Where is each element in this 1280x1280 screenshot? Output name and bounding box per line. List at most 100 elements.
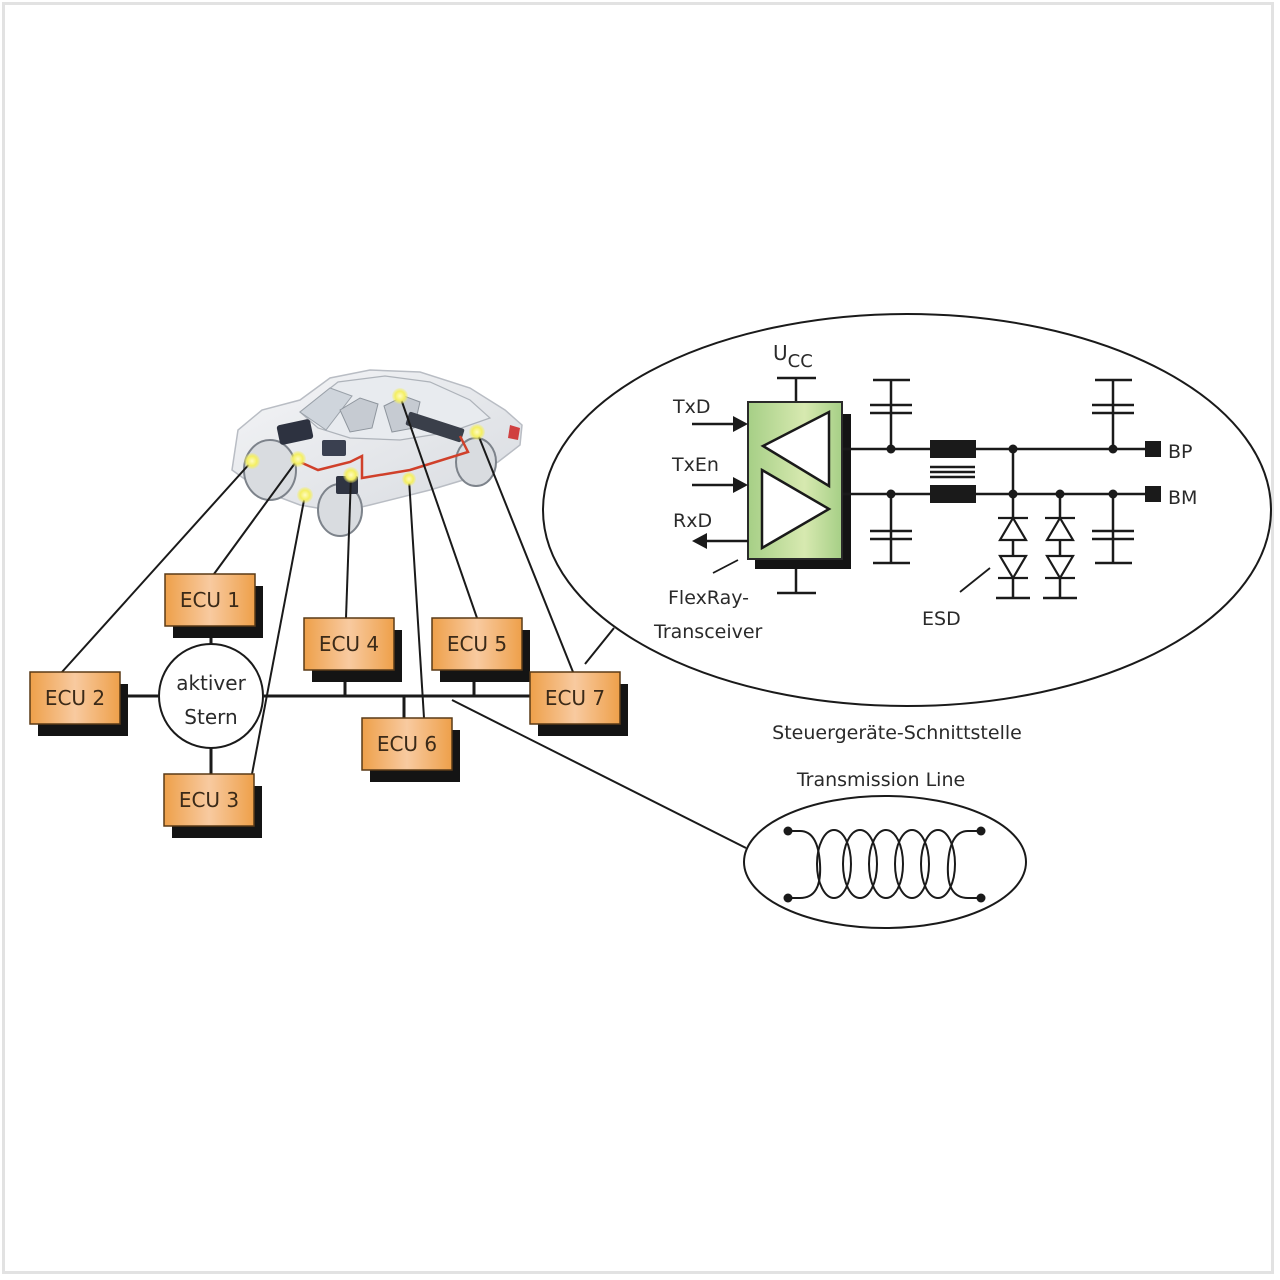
node-marker — [343, 467, 359, 483]
choke-winding-bm — [930, 485, 976, 503]
car-wiring-harness — [299, 435, 470, 480]
coil-loop — [868, 829, 904, 899]
ecu-boxes: ECU 1 ECU 2 ECU 3 ECU 4 ECU 5 ECU 6 ECU 7 — [29, 573, 628, 838]
node-marker — [392, 388, 408, 404]
active-star-label-line1: aktiver — [176, 671, 246, 695]
node-markers — [244, 388, 485, 503]
driver-triangle-icon — [760, 409, 831, 489]
ecu-box-ecu6: ECU 6 — [361, 717, 460, 782]
txd-arrow-icon — [733, 416, 748, 432]
leader-line-ecu1 — [213, 458, 299, 575]
junction-dot — [1008, 444, 1018, 454]
ecu-label: ECU 1 — [180, 588, 240, 612]
junction-dot — [886, 444, 896, 454]
ecu-label: ECU 7 — [545, 686, 605, 710]
terminal-dot — [783, 893, 793, 903]
ecu-box-ecu1: ECU 1 — [164, 573, 263, 638]
ecu-label: ECU 6 — [377, 732, 437, 756]
transceiver-label-line2: Transceiver — [653, 621, 763, 643]
ecu-label: ECU 5 — [447, 632, 507, 656]
transmission-line-detail — [743, 795, 1027, 929]
active-star-circle — [158, 643, 264, 749]
transceiver-label-line1: FlexRay- — [668, 587, 749, 609]
junction-dot — [1108, 444, 1118, 454]
car-taillight — [508, 425, 520, 440]
terminal-dot — [783, 826, 793, 836]
node-marker — [290, 451, 306, 467]
tvs-diode-down-icon — [1045, 554, 1075, 581]
junction-dot — [1108, 489, 1118, 499]
junction-dot — [1055, 489, 1065, 499]
leader-line-ecu6 — [408, 478, 425, 719]
coil-loop — [842, 829, 878, 899]
rxd-arrow-icon — [692, 533, 707, 549]
tvs-diode-up-icon — [998, 515, 1028, 542]
leader-line-ecu3 — [251, 494, 306, 775]
node-marker — [402, 472, 416, 486]
ecu-body — [164, 573, 256, 627]
ecu-label: ECU 3 — [179, 788, 239, 812]
interface-ellipse — [542, 313, 1272, 707]
leader-line-ecu7 — [476, 431, 574, 673]
active-star: aktiver Stern — [158, 643, 264, 749]
bus-circuit — [843, 378, 1145, 600]
leader-line-interface — [584, 627, 615, 665]
ecu-body — [29, 671, 121, 725]
tvs-diode-up-icon — [1045, 515, 1075, 542]
ecu-body — [431, 617, 523, 671]
node-marker — [297, 487, 313, 503]
txen-arrow-icon — [733, 477, 748, 493]
ecu-box-ecu4: ECU 4 — [303, 617, 402, 682]
coil-lead-right — [946, 830, 981, 899]
supply-voltage-label: UCC — [773, 341, 813, 372]
leader-lines — [61, 395, 747, 849]
bm-terminal — [1145, 486, 1161, 502]
receiver-triangle-icon — [760, 467, 832, 551]
node-marker — [469, 424, 485, 440]
car-windshield — [299, 387, 353, 431]
bp-terminal — [1145, 441, 1161, 457]
coil-loop — [816, 829, 852, 899]
ecu-box-ecu5: ECU 5 — [431, 617, 530, 682]
esd-diodes — [998, 515, 1075, 581]
car-module-center — [322, 440, 346, 456]
transmission-line-caption: Transmission Line — [796, 769, 965, 791]
car-front-wheel — [243, 439, 297, 501]
ecu-label: ECU 4 — [319, 632, 379, 656]
bp-label: BP — [1168, 441, 1193, 463]
leader-line-transmission — [451, 699, 747, 849]
coil-loop — [894, 829, 930, 899]
ecu-body — [303, 617, 395, 671]
supply-voltage-symbol: U — [773, 341, 788, 365]
flexray-transceiver — [747, 401, 851, 569]
ecu-label: ECU 2 — [45, 686, 105, 710]
ecu-box-ecu3: ECU 3 — [163, 773, 262, 838]
txen-label: TxEn — [671, 454, 719, 476]
coil-lead-left — [788, 830, 822, 899]
rxd-label: RxD — [673, 510, 712, 532]
car-illustration — [231, 369, 523, 537]
ecu-body — [529, 671, 621, 725]
twisted-pair-coil-icon — [788, 829, 981, 899]
transceiver-leader — [712, 559, 739, 574]
txd-label: TxD — [672, 396, 710, 418]
ecu-box-ecu2: ECU 2 — [29, 671, 128, 736]
transmission-line-ellipse — [743, 795, 1027, 929]
junction-dot — [1008, 489, 1018, 499]
tvs-diode-down-icon — [998, 554, 1028, 581]
ecu-interface-detail: UCC TxD TxEn RxD FlexRay- Tran — [542, 313, 1272, 707]
terminal-dot — [976, 893, 986, 903]
supply-voltage-subscript: CC — [788, 351, 813, 372]
esd-leader — [959, 567, 991, 593]
ecu-box-ecu7: ECU 7 — [529, 671, 628, 736]
interface-caption: Steuergeräte-Schnittstelle — [772, 722, 1022, 744]
coil-loop — [920, 829, 956, 899]
car-module-rear — [405, 411, 465, 443]
choke-winding-bp — [930, 440, 976, 458]
terminal-dot — [976, 826, 986, 836]
leader-line-ecu4 — [345, 474, 352, 619]
ecu-body — [361, 717, 453, 771]
ecu-body — [163, 773, 255, 827]
